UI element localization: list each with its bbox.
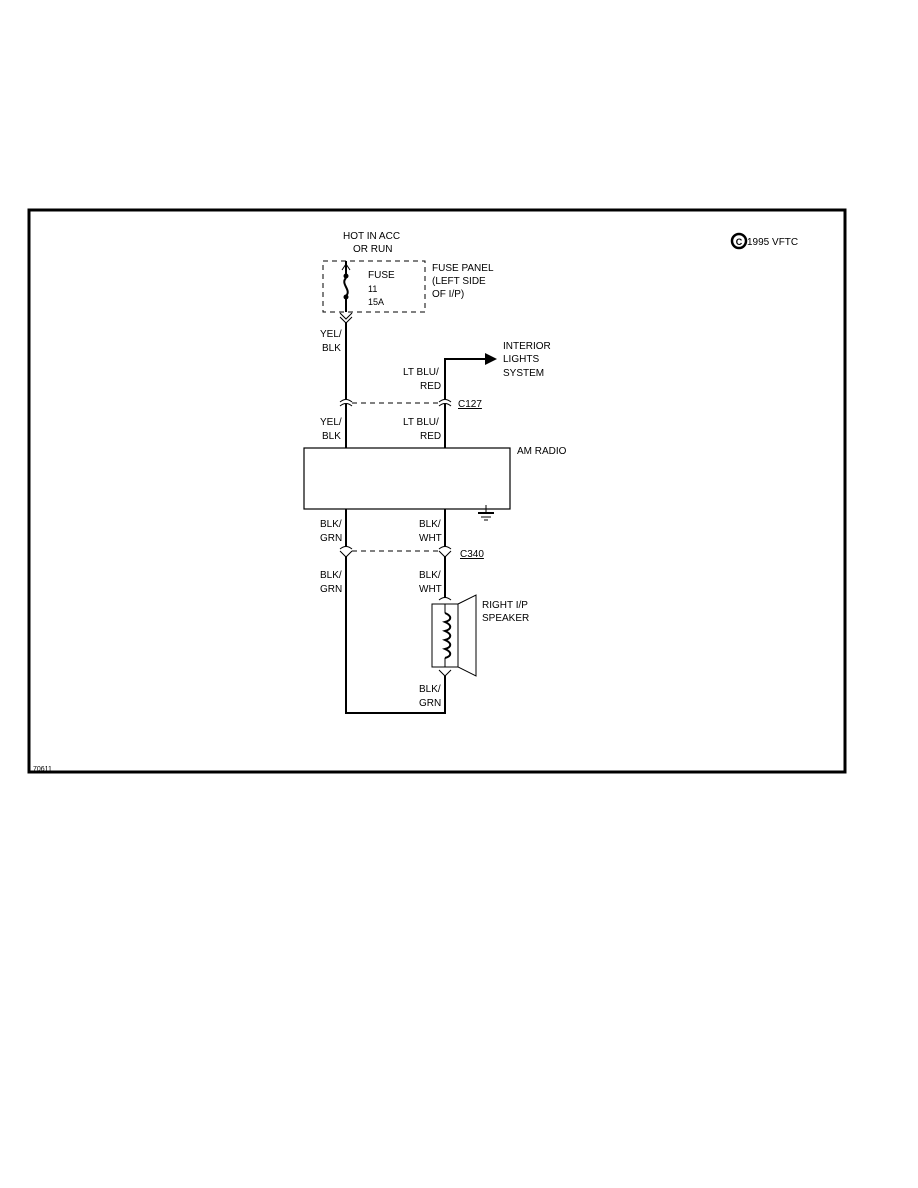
ground-icon xyxy=(478,505,494,521)
power-label-line2: OR RUN xyxy=(353,244,392,255)
fuse-rating: 15A xyxy=(368,297,384,307)
fuse-panel-label-line2: (LEFT SIDE xyxy=(432,276,486,287)
fuse-panel-label-line1: FUSE PANEL xyxy=(432,263,494,274)
wire-label-blk-wht-mid-2: WHT xyxy=(419,584,442,595)
copyright-circle-icon xyxy=(730,232,748,250)
interior-lights-label-line3: SYSTEM xyxy=(503,368,544,379)
wire-label-blk-grn-mid-1: BLK/ xyxy=(320,570,342,581)
copyright-symbol: C xyxy=(736,237,743,247)
connector-c340-label: C340 xyxy=(460,549,484,560)
wire-label-blk-grn-top-2: GRN xyxy=(320,533,342,544)
wire-label-blk-wht-top-2: WHT xyxy=(419,533,442,544)
am-radio-box xyxy=(303,447,511,510)
fuse-number: 11 xyxy=(368,284,377,294)
speaker-label-line1: RIGHT I/P xyxy=(482,600,528,611)
figure-id: 70611 xyxy=(33,766,52,773)
wire-label-lt-blu-red-mid-1: LT BLU/ xyxy=(403,417,439,428)
fuse-panel-label-line3: OF I/P) xyxy=(432,289,464,300)
wire-label-blk-grn-bottom-2: GRN xyxy=(419,698,441,709)
wire-label-yel-blk-mid-1: YEL/ xyxy=(320,417,342,428)
connector-c127 xyxy=(339,399,452,407)
wire-label-lt-blu-red-top-2: RED xyxy=(420,381,441,392)
interior-lights-arrow-icon xyxy=(485,353,497,365)
wire-label-lt-blu-red-mid-2: RED xyxy=(420,431,441,442)
interior-lights-label-line2: LIGHTS xyxy=(503,354,539,365)
wire-label-yel-blk-top-2: BLK xyxy=(322,343,341,354)
fuse-name: FUSE xyxy=(368,270,395,281)
wire-label-yel-blk-top-1: YEL/ xyxy=(320,329,342,340)
wire-label-lt-blu-red-top-1: LT BLU/ xyxy=(403,367,439,378)
wire-label-blk-grn-top-1: BLK/ xyxy=(320,519,342,530)
connector-c127-label: C127 xyxy=(458,399,482,410)
power-label-line1: HOT IN ACC xyxy=(343,231,400,242)
speaker-symbol xyxy=(431,594,477,677)
am-radio-label: AM RADIO xyxy=(517,446,567,457)
copyright-text: 1995 VFTC xyxy=(747,237,798,248)
wire-label-blk-grn-bottom-1: BLK/ xyxy=(419,684,441,695)
speaker-label-line2: SPEAKER xyxy=(482,613,529,624)
wire-label-blk-grn-mid-2: GRN xyxy=(320,584,342,595)
interior-lights-label-line1: INTERIOR xyxy=(503,341,551,352)
fuse-symbol xyxy=(341,261,351,312)
copyright-mark: C 1995 VFTC xyxy=(730,232,798,250)
wire-blk-grn-lower xyxy=(345,556,446,714)
wire-label-blk-wht-top-1: BLK/ xyxy=(419,519,441,530)
wire-label-blk-wht-mid-1: BLK/ xyxy=(419,570,441,581)
fuse-panel-box xyxy=(322,260,426,313)
wire-label-yel-blk-mid-2: BLK xyxy=(322,431,341,442)
wire-lt-blu-red-upper xyxy=(444,358,487,399)
